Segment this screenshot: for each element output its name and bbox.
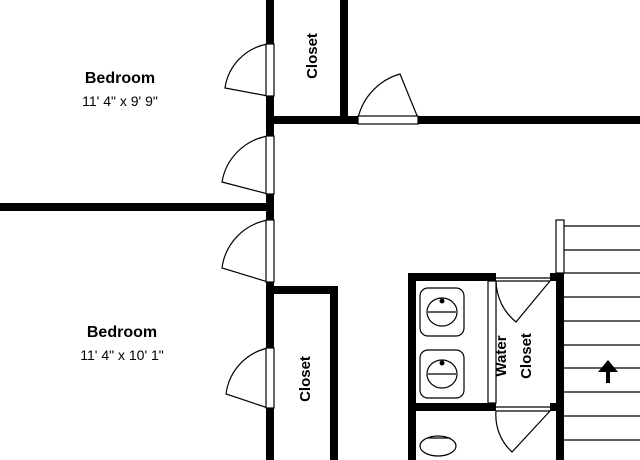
wall [340, 0, 348, 124]
doors [221, 43, 552, 453]
water-closet-partition [487, 280, 497, 404]
sink-icon [419, 349, 465, 399]
door-icon [495, 277, 552, 323]
toilet-icon [419, 435, 457, 457]
wall [0, 203, 274, 211]
room-dimensions: 11' 4" x 9' 9" [82, 93, 158, 109]
wall [330, 286, 338, 460]
stairs [555, 219, 640, 441]
wall [408, 403, 496, 411]
wall [266, 282, 274, 348]
water-closet-label: Water [493, 335, 510, 376]
closet-label: Closet [297, 356, 314, 402]
door-icon [495, 406, 552, 453]
stair-rail [555, 219, 565, 274]
door-icon [224, 43, 275, 97]
room-name: Bedroom [85, 70, 155, 87]
wall [408, 273, 416, 460]
room-dimensions: 11' 4" x 10' 1" [80, 347, 164, 363]
stair-treads [564, 225, 640, 441]
wall [408, 273, 496, 281]
wall [556, 273, 564, 460]
wall [550, 403, 562, 411]
door-icon [221, 135, 275, 195]
fixtures [419, 280, 497, 457]
wall [418, 116, 640, 124]
wall [266, 286, 336, 294]
room-name: Bedroom [87, 324, 157, 341]
wall [266, 0, 274, 44]
wall [266, 194, 274, 220]
door-icon [357, 73, 419, 125]
wall [266, 408, 274, 460]
up-arrow-icon [598, 360, 618, 383]
water-closet-label: Closet [518, 333, 535, 379]
wall [266, 116, 358, 124]
door-icon [225, 347, 275, 409]
sink-icon [419, 287, 465, 337]
door-icon [221, 219, 275, 283]
closet-label: Closet [304, 33, 321, 79]
